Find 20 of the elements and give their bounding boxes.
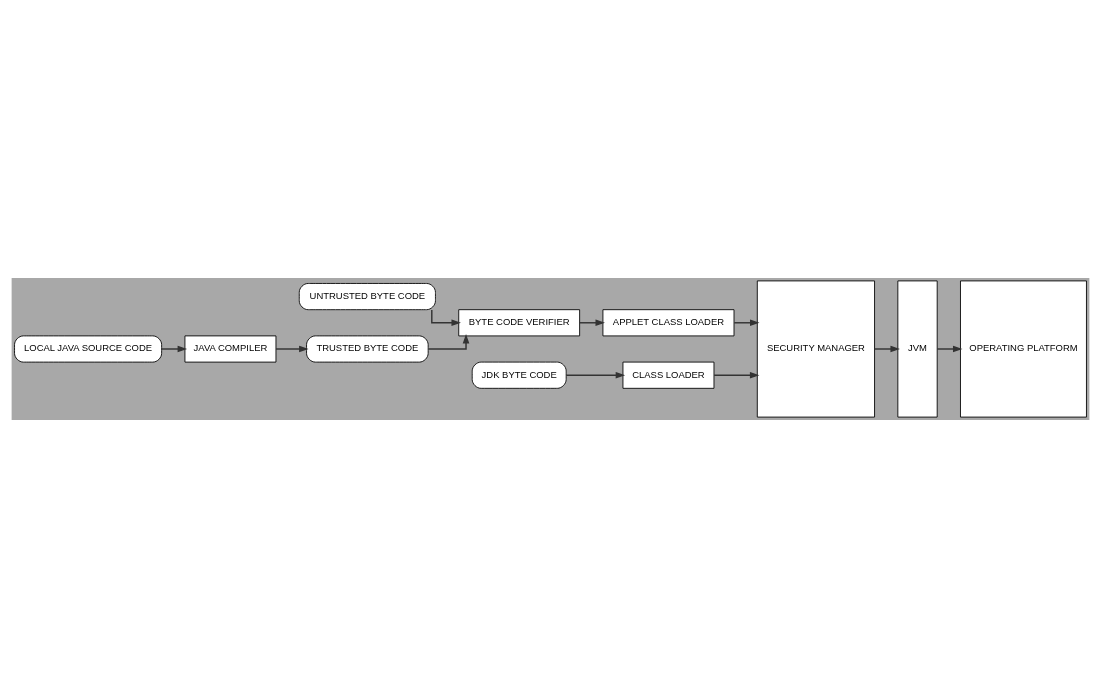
node-box: JVM (897, 280, 938, 418)
arrow (874, 345, 900, 353)
arrow (275, 345, 309, 353)
node-box: LOCAL JAVA SOURCE CODE (14, 335, 163, 363)
node-box: CLASS LOADER (622, 361, 715, 389)
arrow (565, 371, 626, 379)
arrow (427, 334, 470, 350)
node-box: TRUSTED BYTE CODE (306, 335, 429, 363)
node-box: OPERATING PLATFORM (960, 280, 1087, 418)
arrow (733, 319, 760, 327)
arrow (936, 345, 963, 353)
arrow (713, 371, 760, 379)
arrow (161, 345, 188, 353)
node-box: SECURITY MANAGER (756, 280, 875, 418)
node-box: JDK BYTE CODE (471, 361, 567, 389)
node-box: BYTE CODE VERIFIER (458, 309, 581, 337)
node-box: UNTRUSTED BYTE CODE (298, 283, 436, 311)
arrow (578, 319, 605, 327)
node-box: APPLET CLASS LOADER (602, 309, 735, 337)
node-box: JAVA COMPILER (184, 335, 277, 363)
